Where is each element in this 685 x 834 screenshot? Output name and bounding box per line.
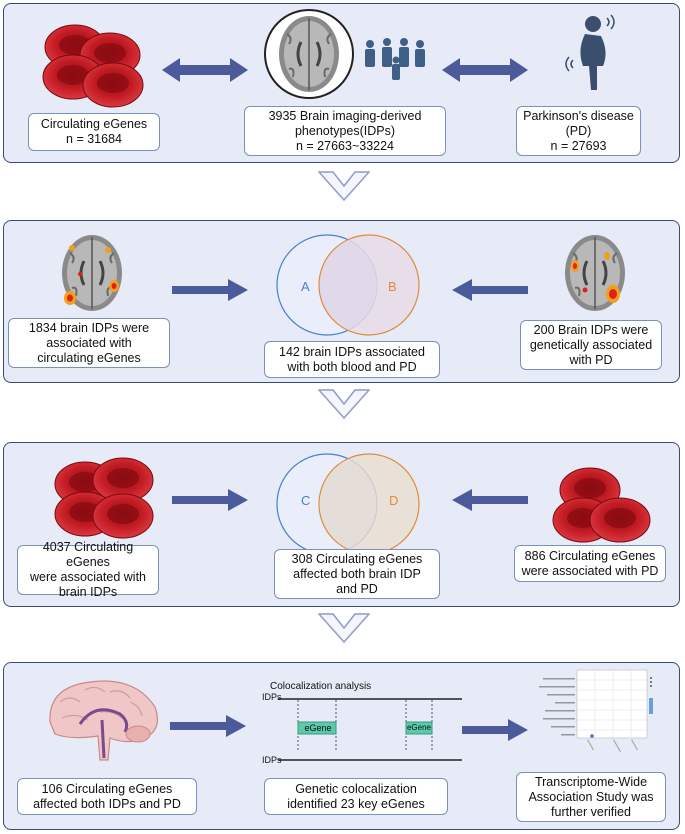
red-blood-cells-icon — [54, 457, 154, 539]
down-chevron-icon — [318, 389, 370, 419]
idps-pd-box: 200 Brain IDPs were genetically associat… — [520, 320, 662, 370]
brain-activation-icon — [60, 233, 124, 313]
venn-label-a: A — [301, 279, 310, 294]
population-icon — [365, 38, 425, 80]
idps-egenes-box: 1834 brain IDPs were associated with cir… — [8, 318, 170, 368]
left-arrow-icon — [452, 279, 528, 301]
right-arrow-icon — [462, 719, 528, 741]
venn-diagram-ab — [276, 234, 420, 336]
egene-block-2: eGene — [406, 723, 432, 732]
right-arrow-icon — [172, 279, 248, 301]
red-blood-cells-icon — [552, 467, 651, 543]
egenes-pd-box: 886 Circulating eGenes were associated w… — [514, 545, 666, 582]
idps-source-box: 3935 Brain imaging-derived phenotypes(ID… — [244, 106, 446, 156]
egenes-overlap-box: 308 Circulating eGenes affected both bra… — [274, 549, 440, 599]
red-blood-cells-icon — [42, 24, 144, 108]
brain-sagittal-icon — [49, 680, 159, 761]
idps-track-top-label: IDPs — [262, 692, 282, 702]
brain-activation-icon — [563, 233, 627, 313]
coloc-result-box: Genetic colocalization identified 23 key… — [264, 778, 448, 815]
left-arrow-icon — [452, 489, 528, 511]
double-arrow-icon — [442, 58, 528, 82]
idps-overlap-box: 142 brain IDPs associated with both bloo… — [264, 341, 440, 378]
egene-block-1: eGene — [304, 723, 332, 733]
twas-box: Transcriptome-Wide Association Study was… — [516, 772, 666, 822]
venn-diagram-cd — [276, 453, 420, 555]
down-chevron-icon — [318, 171, 370, 201]
coloc-title: Colocalization analysis — [270, 681, 372, 692]
pd-source-box: Parkinson's disease (PD) n = 27693 — [516, 106, 641, 156]
egenes-source-box: Circulating eGenes n = 31684 — [28, 113, 160, 151]
idps-track-bottom-label: IDPs — [262, 755, 282, 765]
parkinson-patient-icon — [565, 14, 615, 90]
double-arrow-icon — [162, 58, 248, 82]
right-arrow-icon — [172, 489, 248, 511]
down-chevron-icon — [318, 613, 370, 643]
twas-plot-thumbnail — [539, 669, 653, 753]
right-arrow-icon — [170, 715, 246, 737]
coloc-tracks — [278, 698, 462, 761]
venn-label-b: B — [388, 279, 397, 294]
egenes-idps-box: 4037 Circulating eGenes were associated … — [17, 540, 159, 599]
brain-mri-icon — [264, 9, 354, 99]
venn-label-c: C — [301, 493, 311, 508]
venn-label-d: D — [389, 493, 399, 508]
egenes-both-box: 106 Circulating eGenes affected both IDP… — [17, 778, 197, 815]
